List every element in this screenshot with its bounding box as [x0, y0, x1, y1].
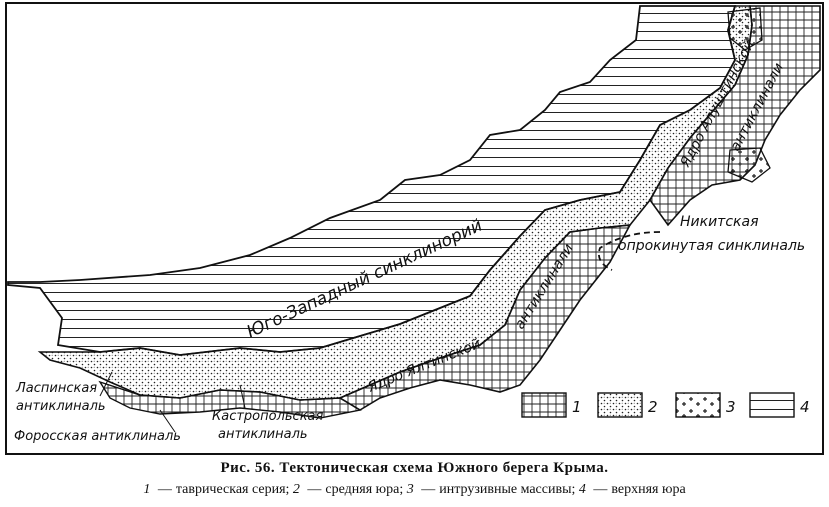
- legend: 1 2 3 4: [521, 392, 810, 418]
- caption-dash-1: —: [157, 482, 172, 497]
- upper-jurassic-area: [7, 5, 737, 356]
- leader-foros: [159, 409, 176, 433]
- label-kastrop-1: Кастропольская: [212, 409, 324, 424]
- intrusive-massif-south: [727, 147, 771, 183]
- caption-num-2: 2: [292, 482, 300, 497]
- legend-swatch-dots: [597, 392, 643, 418]
- legend-num-1: 1: [572, 398, 582, 416]
- tectonic-map: Юго-Западный синклинорий Никитская опрок…: [5, 2, 824, 455]
- legend-swatch-grid: [521, 392, 567, 418]
- legend-swatch-lines: [749, 392, 795, 418]
- leader-laspi: [99, 371, 113, 397]
- caption-text-2: средняя юра;: [325, 482, 404, 497]
- legend-swatch-crosses: [675, 392, 721, 418]
- label-laspi-1: Ласпинская: [15, 381, 97, 396]
- leader-kastrop: [239, 384, 246, 409]
- legend-num-3: 3: [726, 398, 736, 416]
- label-laspi-2: антиклиналь: [16, 399, 106, 414]
- caption-num-4: 4: [578, 482, 586, 497]
- figure-caption: Рис. 56. Тектоническая схема Южного бере…: [0, 457, 829, 501]
- label-kastrop-2: антиклиналь: [218, 427, 308, 442]
- caption-legend: 1 —таврическая серия; 2 —средняя юра; 3 …: [0, 479, 829, 501]
- label-nikitskaya-1: Никитская: [680, 214, 759, 230]
- nikitskaya-syncline-line: [597, 231, 661, 271]
- caption-dash-4: —: [593, 482, 608, 497]
- legend-num-4: 4: [800, 398, 810, 416]
- legend-num-2: 2: [648, 398, 658, 416]
- caption-text-3: интрузивные массивы;: [439, 482, 576, 497]
- label-foros: Форосская антиклиналь: [14, 429, 181, 444]
- intrusive-massif-north: [727, 7, 763, 51]
- caption-text-4: верхняя юра: [611, 482, 686, 497]
- caption-text-1: таврическая серия;: [175, 482, 290, 497]
- label-nikitskaya-2: опрокинутая синклиналь: [618, 238, 805, 254]
- caption-num-1: 1: [143, 482, 151, 497]
- caption-dash-3: —: [421, 482, 436, 497]
- caption-title: Рис. 56. Тектоническая схема Южного бере…: [220, 460, 609, 476]
- map-frame: [5, 2, 824, 455]
- caption-num-3: 3: [406, 482, 414, 497]
- west-coast-taurian: [98, 380, 362, 419]
- alushta-core-taurian: [649, 5, 821, 227]
- caption-dash-2: —: [307, 482, 322, 497]
